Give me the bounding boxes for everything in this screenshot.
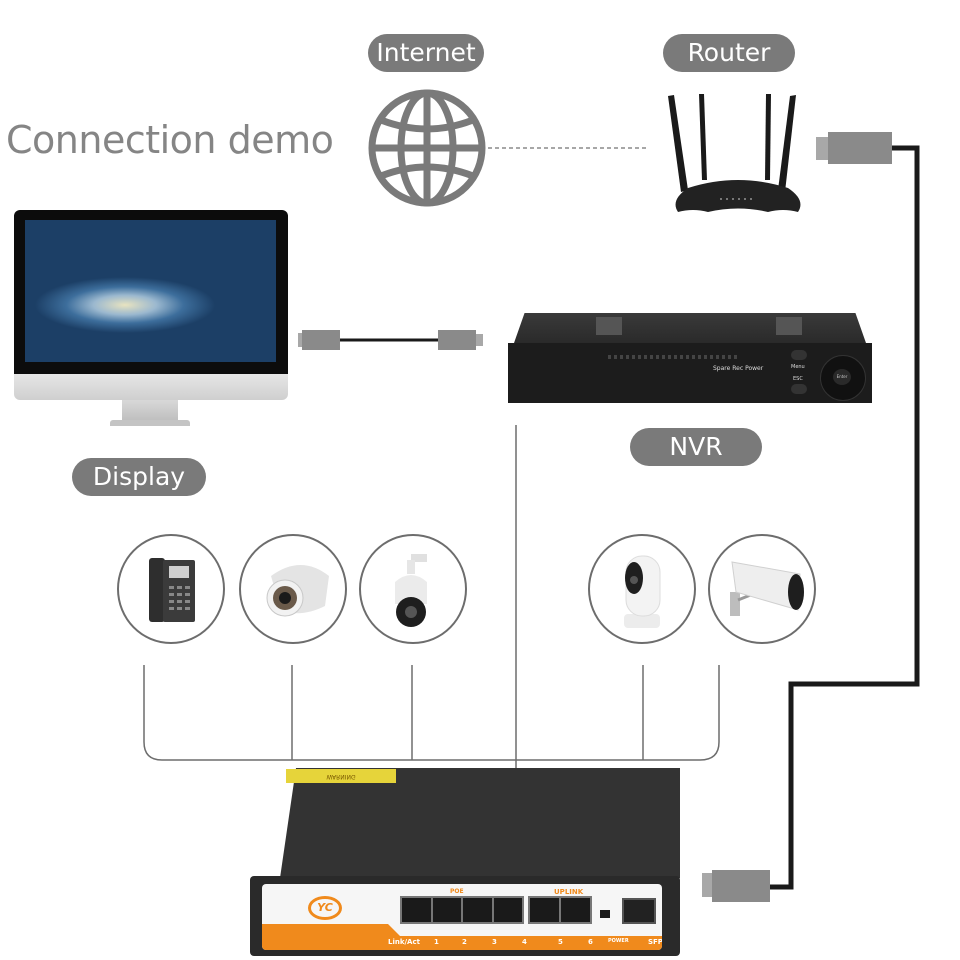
port-number-2: 2 <box>461 938 467 946</box>
nvr-rec-indicator: Rec <box>732 365 744 372</box>
ethernet-port-5[interactable] <box>530 898 559 922</box>
poe-group-label: POE <box>450 888 464 895</box>
nvr-enter-button[interactable]: Enter <box>833 369 851 385</box>
switch-front-panel: YC POE UPLINK Link/Act 1 2 3 4 5 6 POWER… <box>262 884 662 950</box>
display-label: Display <box>72 458 206 496</box>
nvr-menu-button[interactable] <box>791 350 807 360</box>
router-cable-plug-tip <box>816 137 828 160</box>
uplink-group-label: UPLINK <box>554 888 584 896</box>
nvr-esc-label: ESC <box>793 376 803 382</box>
extend-switch[interactable] <box>600 910 610 918</box>
monitor-screen <box>25 220 276 362</box>
internet-label: Internet <box>368 34 484 72</box>
switch-cable-plug-tip <box>702 873 712 897</box>
ethernet-port-2[interactable] <box>432 898 461 922</box>
ethernet-port-6[interactable] <box>561 898 590 922</box>
display-cable-plug-tip <box>298 333 304 347</box>
uplink-ports <box>528 896 592 924</box>
sfp-port[interactable] <box>622 898 656 924</box>
globe-icon <box>368 89 486 207</box>
ip-phone-device <box>117 534 225 644</box>
ethernet-port-4[interactable] <box>493 898 522 922</box>
nvr-label: NVR <box>630 428 762 466</box>
dome-camera-icon <box>266 565 329 617</box>
indoor-camera-icon <box>624 555 661 628</box>
router-label: Router <box>663 34 795 72</box>
nvr-spare-indicator: Spare <box>713 365 731 372</box>
switch-cable-plug <box>712 870 770 902</box>
warning-sticker: WARNING <box>286 769 396 783</box>
port-number-6: 6 <box>587 938 593 946</box>
nvr-cable-plug-tip <box>476 334 483 346</box>
nvr-cable-plug <box>438 330 476 350</box>
port-number-3: 3 <box>491 938 497 946</box>
dome-camera-device <box>239 534 347 644</box>
port-number-1: 1 <box>433 938 439 946</box>
link-act-label: Link/Act <box>388 938 420 946</box>
ethernet-port-3[interactable] <box>463 898 492 922</box>
sfp-label: SFP <box>647 938 662 946</box>
ptz-camera-device <box>359 534 467 644</box>
ip-phone-icon <box>149 558 195 622</box>
indoor-ptz-camera-device <box>588 534 696 644</box>
nvr-device: Spare Rec Power Menu ESC Enter <box>508 313 872 405</box>
ptz-camera-icon <box>395 554 427 627</box>
poe-ports <box>400 896 524 924</box>
router-cable-plug <box>828 132 892 164</box>
nvr-power-indicator: Power <box>745 365 764 372</box>
ethernet-port-1[interactable] <box>402 898 431 922</box>
bullet-camera-device <box>708 534 816 644</box>
brand-logo: YC <box>308 896 342 920</box>
bullet-camera-icon <box>730 561 804 616</box>
router-switch-cable <box>770 145 920 890</box>
port-number-4: 4 <box>521 938 527 946</box>
nvr-menu-label: Menu <box>791 364 805 370</box>
power-label: POWER <box>607 938 629 944</box>
poe-switch: WARNING YC POE UPLINK Link/Act 1 2 3 4 5… <box>250 768 680 956</box>
display-monitor-icon <box>14 210 288 430</box>
router-icon <box>668 94 801 212</box>
port-number-5: 5 <box>557 938 563 946</box>
nvr-esc-button[interactable] <box>791 384 807 394</box>
diagram-title: Connection demo <box>6 118 334 162</box>
device-bus-line <box>143 665 720 761</box>
display-cable-plug <box>302 330 340 350</box>
